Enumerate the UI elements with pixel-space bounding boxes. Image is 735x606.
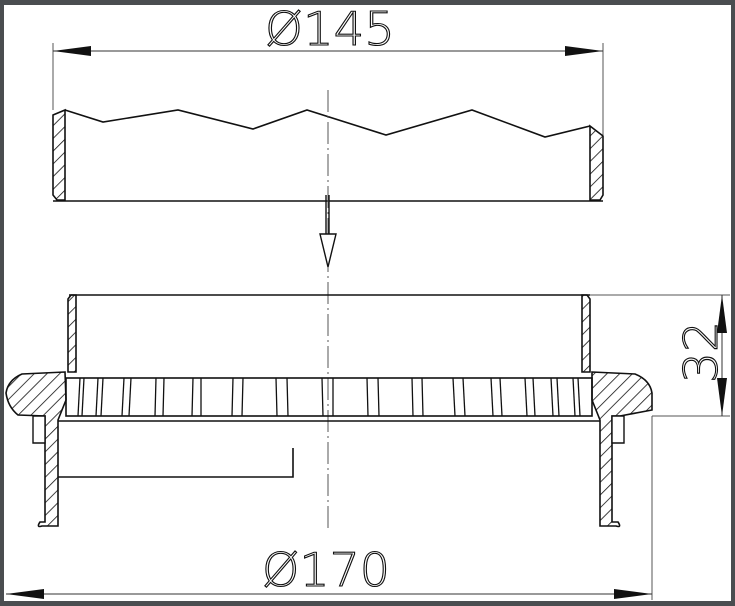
top-ring-part: Ø145 [52, 1, 604, 202]
arrow-left-icon [6, 589, 44, 599]
dimension-bottom-diameter: Ø170 [262, 543, 390, 597]
arrow-left-icon [53, 46, 91, 56]
arrow-right-icon [614, 589, 652, 599]
dimension-height: 32 [674, 321, 728, 383]
arrow-up-icon [717, 295, 727, 333]
arrow-down-icon [717, 378, 727, 416]
dimension-top-diameter: Ø145 [265, 2, 395, 56]
bottom-frame-part: 32 Ø170 [5, 294, 730, 600]
assembly-arrow-icon [319, 195, 337, 268]
arrow-right-icon [565, 46, 603, 56]
